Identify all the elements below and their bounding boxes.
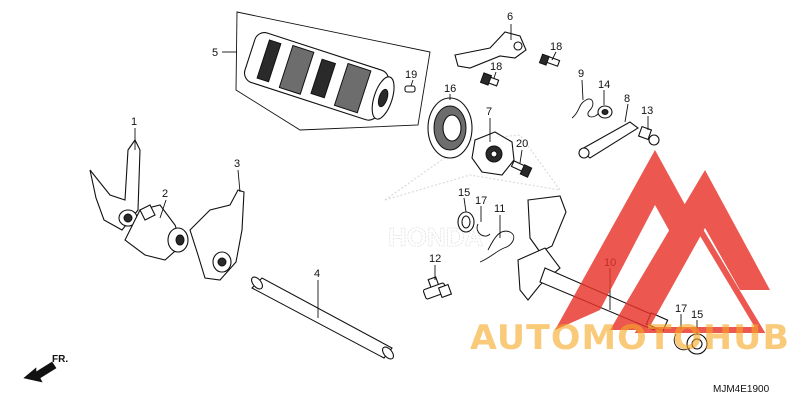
callout-1: 1	[131, 116, 137, 128]
bolt-20	[510, 160, 533, 178]
callout-18-upper: 18	[550, 41, 562, 53]
callout-11: 11	[494, 203, 505, 215]
callout-7: 7	[486, 106, 492, 118]
fork-shaft	[251, 276, 394, 360]
bolt-18-upper	[538, 53, 561, 67]
bearing	[427, 97, 473, 159]
callout-20: 20	[516, 138, 528, 150]
front-label: FR.	[52, 354, 68, 365]
bolt-18-lower	[479, 72, 500, 87]
spindle-plate-12	[527, 195, 567, 253]
callout-6: 6	[507, 11, 513, 23]
stud-bolt	[422, 276, 453, 300]
front-arrow-icon	[23, 361, 57, 383]
callout-13: 13	[641, 105, 653, 117]
background-logo: HONDA	[384, 134, 562, 252]
stopper-plate	[454, 31, 527, 69]
callout-15-mid: 15	[458, 187, 470, 199]
callout-8: 8	[624, 93, 630, 105]
bolt-13	[637, 125, 660, 146]
shift-fork-3	[189, 189, 245, 281]
shift-drum-assembly	[235, 11, 431, 131]
callout-16: 16	[444, 83, 456, 95]
drum-center	[471, 131, 515, 176]
callout-2: 2	[162, 188, 168, 200]
callout-15-right: 15	[691, 309, 703, 321]
callout-3: 3	[234, 158, 240, 170]
spring-9	[571, 98, 599, 119]
callout-labels: 1 2 3 4 5 6 7 8 9 10 11 12 13 14 15 15 1…	[131, 11, 703, 321]
front-direction-indicator: FR.	[23, 354, 68, 383]
diagram-code: MJM4E1900	[713, 384, 770, 395]
circlip-17-mid	[476, 223, 491, 237]
callout-14: 14	[598, 79, 610, 91]
watermark-text: AUTOMOTOHUB	[470, 318, 790, 358]
shift-fork-2	[124, 204, 189, 261]
callout-17-right: 17	[675, 303, 687, 315]
callout-19: 19	[405, 69, 417, 81]
assembly-box	[235, 11, 431, 131]
callout-5: 5	[212, 47, 218, 59]
callout-17-mid: 17	[475, 195, 487, 207]
circlip-17-right	[673, 333, 691, 351]
return-spring-11	[479, 230, 515, 263]
callout-9: 9	[578, 68, 584, 80]
callout-18-lower: 18	[490, 61, 502, 73]
watermark-logo	[555, 150, 770, 333]
callout-4: 4	[314, 268, 320, 280]
callout-12: 12	[429, 253, 441, 265]
shift-fork-1	[89, 138, 141, 231]
dowel-pin	[404, 85, 416, 93]
